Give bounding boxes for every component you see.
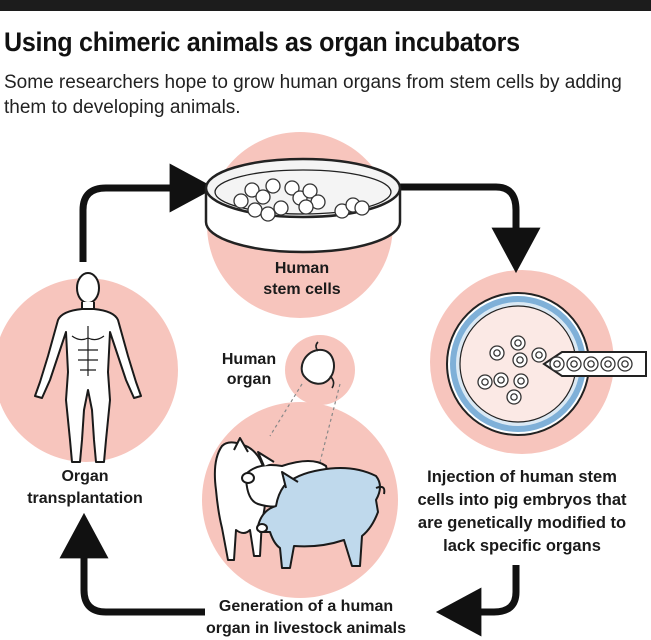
cell-nucleus-icon: [493, 349, 501, 357]
cell-icon: [244, 182, 260, 198]
cell-icon: [260, 206, 276, 222]
cell-icon: [549, 356, 565, 372]
cell-nucleus-icon: [621, 360, 629, 368]
cell-icon: [583, 356, 599, 372]
cell-icon: [233, 193, 249, 209]
cell-icon: [513, 373, 529, 389]
cell-nucleus-icon: [510, 393, 518, 401]
cell-icon: [510, 335, 526, 351]
cell-icon: [284, 180, 300, 196]
label-transplant: Organ transplantation: [27, 468, 143, 507]
cell-nucleus-icon: [535, 351, 543, 359]
cell-icon: [255, 189, 271, 205]
cell-nucleus-icon: [514, 339, 522, 347]
cell-icon: [506, 389, 522, 405]
arrow-to-transplant: [59, 512, 205, 616]
label-organ: Human organ: [221, 351, 277, 388]
arrow-to-generation: [435, 565, 520, 637]
cell-icon: [617, 356, 633, 372]
human-body-icon: [34, 272, 142, 463]
cell-nucleus-icon: [553, 360, 561, 368]
cell-icon: [265, 178, 281, 194]
arrow-to-injection: [393, 183, 541, 274]
pig-front-icon: [256, 467, 386, 569]
cell-icon: [273, 200, 289, 216]
injection-needle-icon: [542, 351, 647, 377]
organ-icon: [300, 341, 335, 389]
cell-nucleus-icon: [517, 377, 525, 385]
page-subtitle: Some researchers hope to grow human orga…: [4, 72, 622, 118]
cell-nucleus-icon: [497, 376, 505, 384]
cell-icon: [531, 347, 547, 363]
embryo-dish-icon: [446, 292, 590, 436]
cell-nucleus-icon: [587, 360, 595, 368]
cell-icon: [354, 200, 370, 216]
cell-icon: [302, 183, 318, 199]
cell-nucleus-icon: [604, 360, 612, 368]
cell-icon: [493, 372, 509, 388]
cell-icon: [512, 352, 528, 368]
label-stem-cells: Human stem cells: [263, 260, 341, 298]
cell-nucleus-icon: [570, 360, 578, 368]
cell-icon: [247, 202, 263, 218]
top-rule: [0, 0, 651, 11]
label-injection: Injection of human stem cells into pig e…: [417, 468, 627, 555]
cell-icon: [566, 356, 582, 372]
cell-icon: [600, 356, 616, 372]
petri-dish-icon: [204, 157, 402, 254]
cell-icon: [298, 199, 314, 215]
cell-nucleus-icon: [516, 356, 524, 364]
cell-icon: [477, 374, 493, 390]
callout-lines: [269, 383, 341, 471]
arrow-to-stem-cells: [79, 163, 216, 262]
cell-nucleus-icon: [481, 378, 489, 386]
label-generation: Generation of a human organ in livestock…: [205, 598, 407, 637]
cell-icon: [489, 345, 505, 361]
page-title: Using chimeric animals as organ incubato…: [4, 27, 520, 57]
